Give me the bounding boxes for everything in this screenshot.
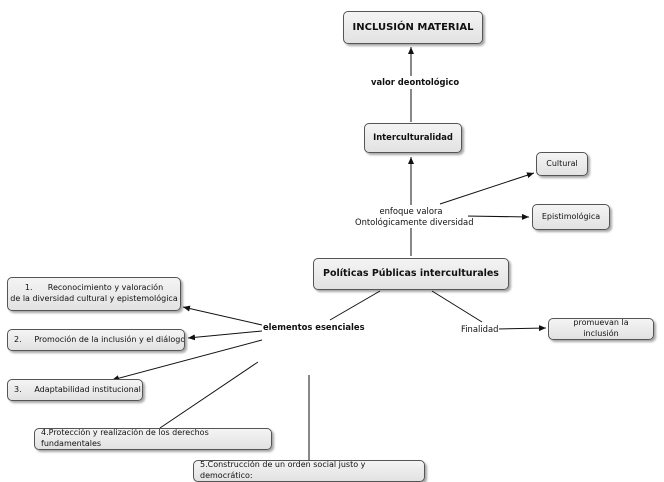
link-enfoque-to-epistemologica bbox=[464, 213, 530, 220]
node-politicas-publicas: Políticas Públicas interculturales bbox=[313, 258, 509, 290]
linking-phrase-valor-deontologico: valor deontológico bbox=[370, 77, 461, 88]
linking-phrase-finalidad: Finalidad bbox=[460, 324, 500, 335]
node-elemento-4: 4.Protección y realización de los derech… bbox=[34, 428, 272, 450]
link-finalidad-to-promuevan bbox=[496, 325, 547, 332]
node-elemento-3: 3. Adaptabilidad institucional bbox=[7, 379, 143, 401]
node-promuevan-inclusion: promuevan la inclusión bbox=[548, 318, 654, 340]
link-elementos-to-elem4 bbox=[159, 361, 259, 429]
node-elemento-5: 5.Construcción de un orden social justo … bbox=[193, 460, 425, 482]
node-elemento-1: 1. Reconocimiento y valoración de la div… bbox=[7, 277, 181, 311]
node-cultural: Cultural bbox=[536, 152, 588, 176]
node-inclusion-material: INCLUSIÓN MATERIAL bbox=[343, 11, 483, 44]
link-politicas-to-elementos bbox=[329, 290, 381, 321]
linking-phrase-elementos-esenciales: elementos esenciales bbox=[262, 322, 366, 333]
link-enfoque-to-cultural bbox=[439, 172, 535, 205]
link-politicas-to-finalidad bbox=[431, 290, 483, 323]
node-epistemologica: Epistimológica bbox=[532, 204, 610, 230]
link-elementos-to-elem2 bbox=[187, 330, 263, 341]
node-elemento-2: 2. Promoción de la inclusión y el diálog… bbox=[7, 329, 185, 351]
link-elementos-to-elem3 bbox=[111, 339, 263, 382]
link-elementos-to-elem1 bbox=[182, 305, 263, 326]
linking-phrase-enfoque: enfoque valora Ontológicamente diversida… bbox=[354, 206, 474, 228]
node-interculturalidad: Interculturalidad bbox=[364, 123, 462, 153]
